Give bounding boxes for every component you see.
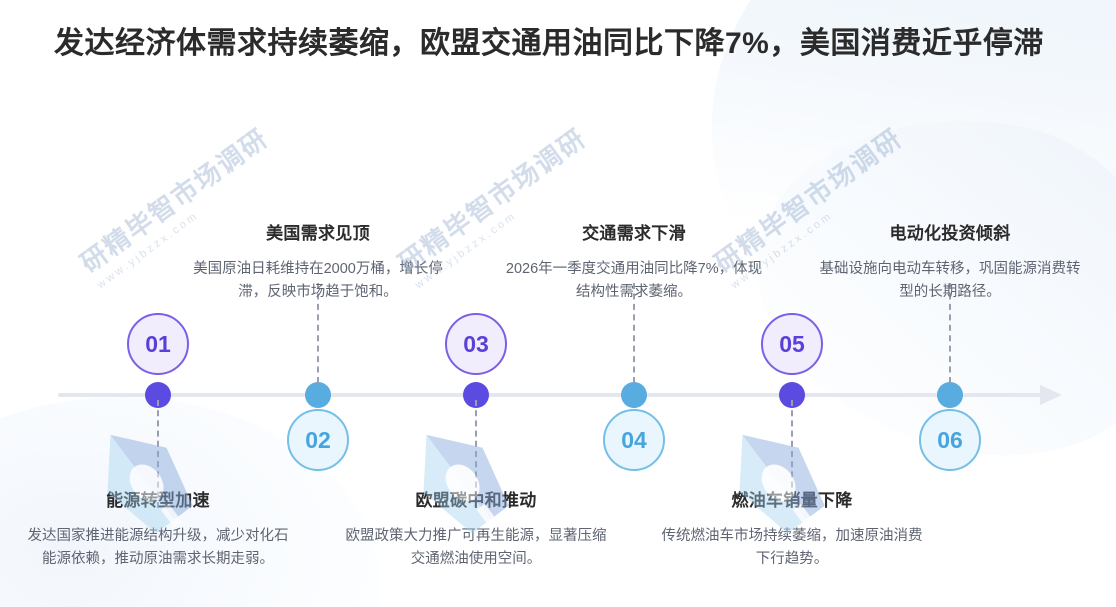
timeline-connector-06 <box>949 283 951 383</box>
timeline-text-block-01: 能源转型加速发达国家推进能源结构升级，减少对化石能源依赖，推动原油需求长期走弱。 <box>24 486 292 571</box>
timeline-text-block-03: 欧盟碳中和推动欧盟政策大力推广可再生能源，显著压缩交通燃油使用空间。 <box>342 486 610 571</box>
timeline-heading-02: 美国需求见顶 <box>266 224 370 243</box>
timeline-axis <box>58 393 1048 397</box>
timeline-badge-05[interactable]: 05 <box>761 313 823 375</box>
timeline-dot-04[interactable] <box>621 382 647 408</box>
page-title: 发达经济体需求持续萎缩，欧盟交通用油同比下降7%，美国消费近乎停滞 <box>54 27 1044 60</box>
timeline-badge-04[interactable]: 04 <box>603 409 665 471</box>
timeline-description-05: 传统燃油车市场持续萎缩，加速原油消费下行趋势。 <box>661 528 923 568</box>
timeline-dot-06[interactable] <box>937 382 963 408</box>
timeline-badge-06[interactable]: 06 <box>919 409 981 471</box>
timeline-heading-03: 欧盟碳中和推动 <box>415 491 537 510</box>
timeline-connector-03 <box>475 400 477 508</box>
timeline-description-01: 发达国家推进能源结构升级，减少对化石能源依赖，推动原油需求长期走弱。 <box>27 528 289 568</box>
timeline-badge-01[interactable]: 01 <box>127 313 189 375</box>
timeline-description-03: 欧盟政策大力推广可再生能源，显著压缩交通燃油使用空间。 <box>345 528 607 568</box>
timeline-heading-05: 燃油车销量下降 <box>731 491 853 510</box>
timeline-heading-06: 电动化投资倾斜 <box>889 224 1011 243</box>
timeline-description-02: 美国原油日耗维持在2000万桶，增长停滞，反映市场趋于饱和。 <box>193 261 443 301</box>
timeline-connector-01 <box>157 400 159 508</box>
timeline-badge-02[interactable]: 02 <box>287 409 349 471</box>
timeline-text-block-06: 电动化投资倾斜基础设施向电动车转移，巩固能源消费转型的长期路径。 <box>816 219 1084 304</box>
timeline-text-block-04: 交通需求下滑 2026年一季度交通用油同比降7%，体现结构性需求萎缩。 <box>500 219 768 304</box>
timeline-heading-04: 交通需求下滑 <box>582 224 686 243</box>
timeline-description-04: 2026年一季度交通用油同比降7%，体现结构性需求萎缩。 <box>505 261 763 301</box>
timeline-text-block-02: 美国需求见顶美国原油日耗维持在2000万桶，增长停滞，反映市场趋于饱和。 <box>184 219 452 304</box>
timeline-dot-02[interactable] <box>305 382 331 408</box>
timeline-connector-05 <box>791 400 793 508</box>
timeline-heading-01: 能源转型加速 <box>106 491 210 510</box>
timeline-connector-04 <box>633 283 635 383</box>
timeline-connector-02 <box>317 283 319 383</box>
timeline-text-block-05: 燃油车销量下降传统燃油车市场持续萎缩，加速原油消费下行趋势。 <box>658 486 926 571</box>
timeline-badge-03[interactable]: 03 <box>445 313 507 375</box>
timeline-arrow-icon <box>1040 385 1062 405</box>
timeline-description-06: 基础设施向电动车转移，巩固能源消费转型的长期路径。 <box>819 261 1081 301</box>
